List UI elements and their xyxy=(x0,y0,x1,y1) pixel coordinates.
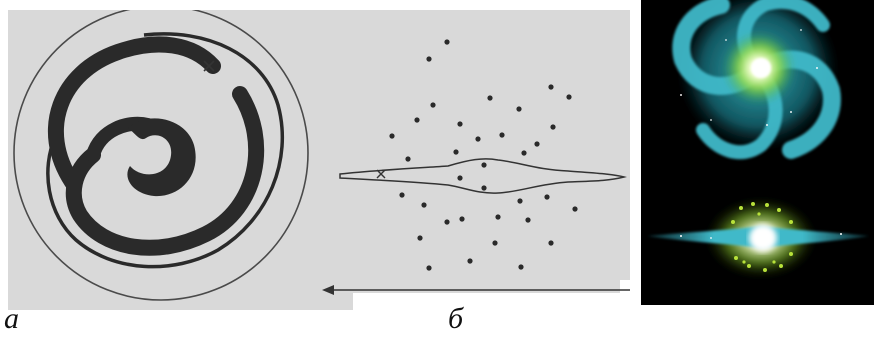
panel-label-a: а xyxy=(4,304,19,334)
paper-white-corner xyxy=(353,293,630,310)
face-on-galaxy-illustration xyxy=(678,0,838,152)
diagram-panel-a-b xyxy=(8,10,630,310)
panel-label-b: б xyxy=(448,304,463,334)
paper-white-corner-right xyxy=(620,280,630,310)
galaxy-illustration-panel xyxy=(641,0,874,305)
